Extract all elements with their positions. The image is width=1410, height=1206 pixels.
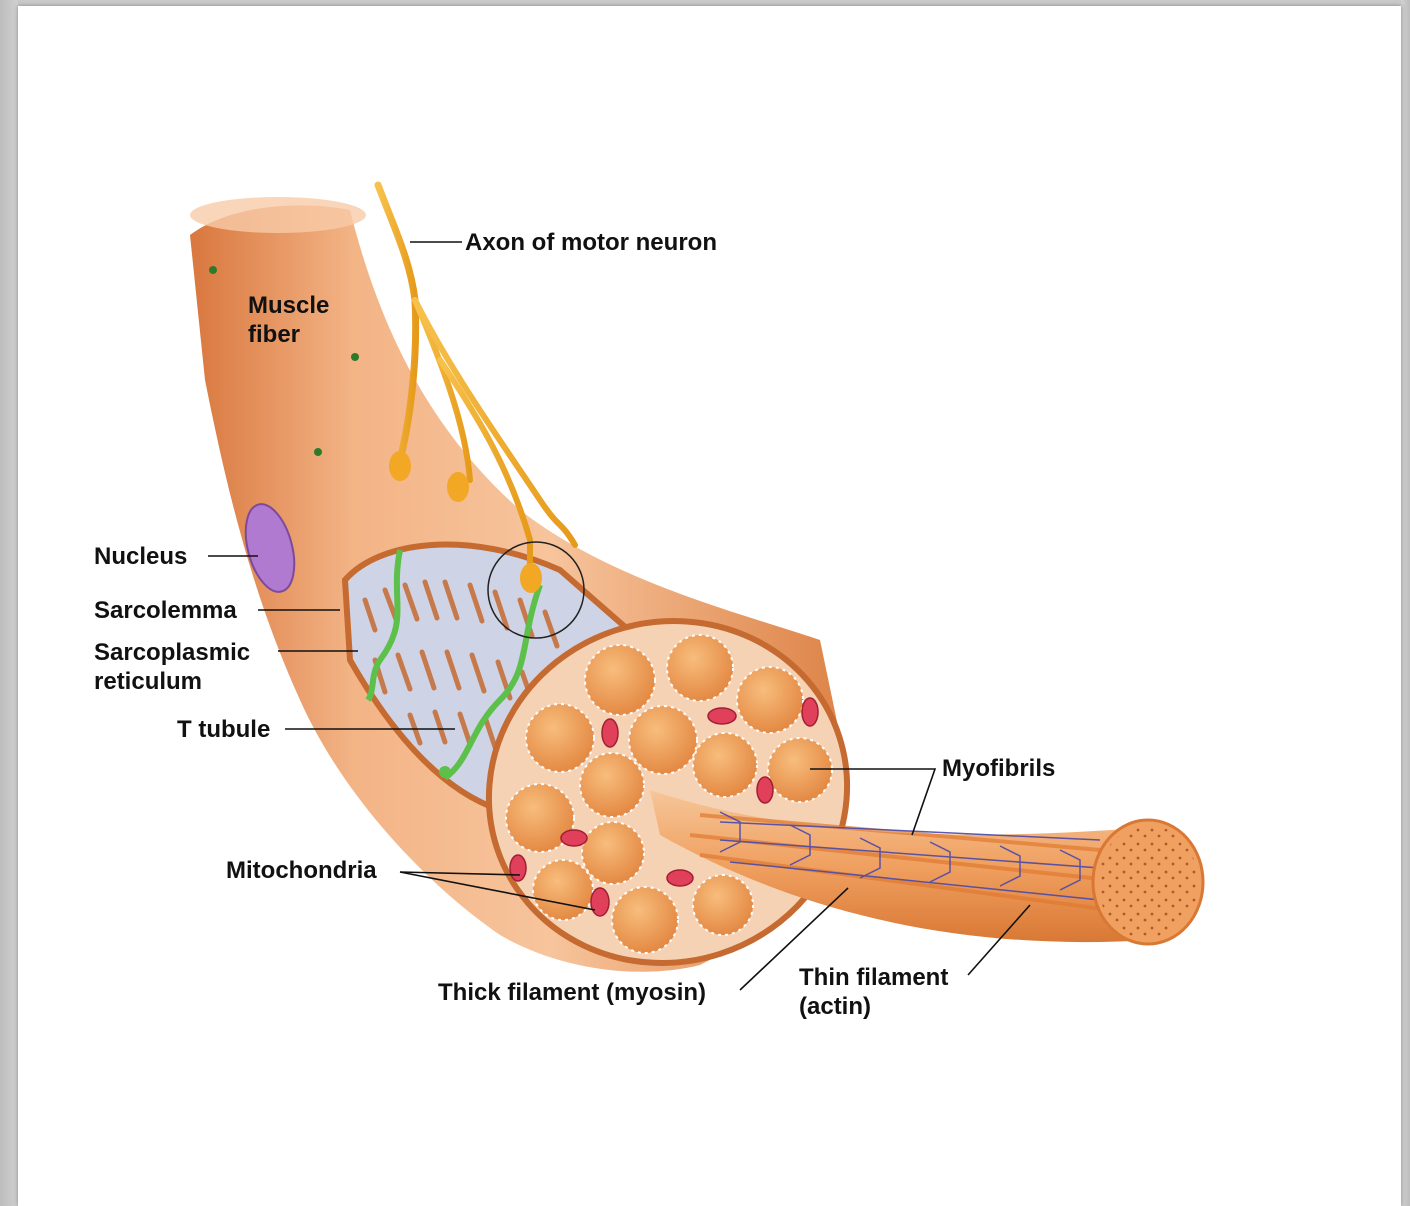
label-axon-of-motor-neuron: Axon of motor neuron [465, 229, 717, 256]
label-thick-filament: Thick filament (myosin) [438, 979, 706, 1006]
label-sarcoplasmic-line1: Sarcoplasmic [94, 639, 250, 666]
label-thin-filament-line2: (actin) [799, 993, 871, 1020]
label-muscle-fiber-line2: fiber [248, 321, 300, 348]
label-thin-filament-line1: Thin filament [799, 964, 948, 991]
label-mitochondria: Mitochondria [226, 857, 377, 884]
label-myofibrils: Myofibrils [942, 755, 1055, 782]
label-sarcolemma: Sarcolemma [94, 597, 237, 624]
label-nucleus: Nucleus [94, 543, 187, 570]
label-muscle-fiber-line1: Muscle [248, 292, 329, 319]
label-t-tubule: T tubule [177, 716, 270, 743]
label-sarcoplasmic-line2: reticulum [94, 668, 202, 695]
